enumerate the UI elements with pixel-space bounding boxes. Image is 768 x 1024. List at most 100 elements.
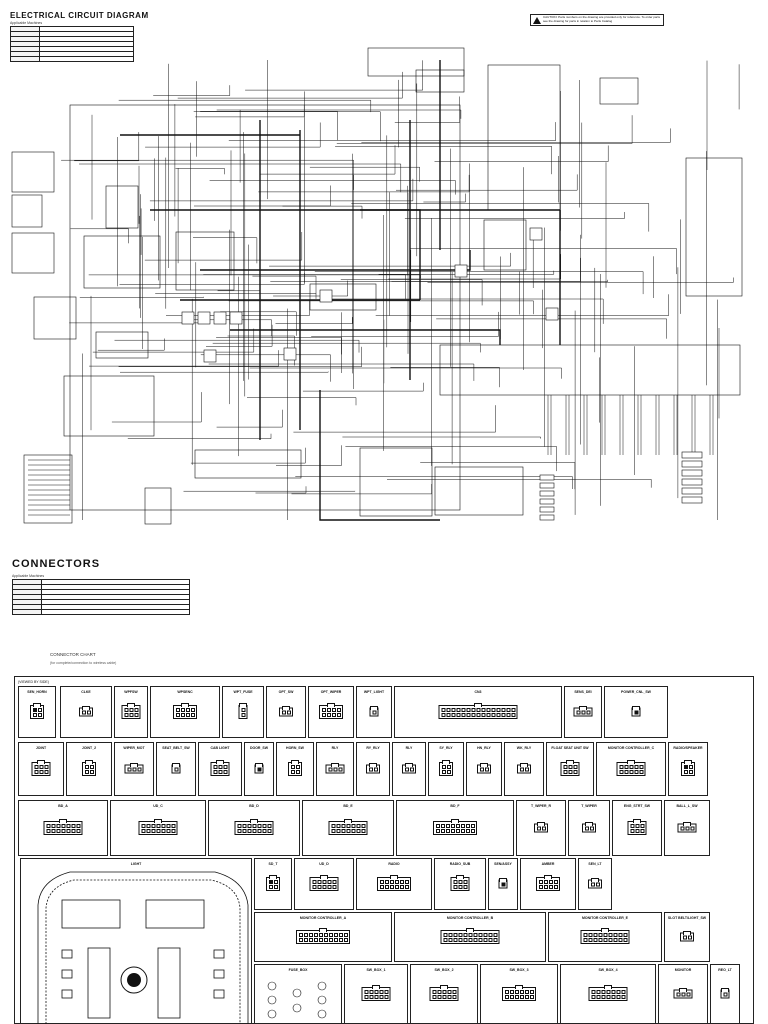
connector-housing: [438, 705, 518, 719]
connector-name: WK_RLY: [516, 746, 532, 750]
connector-latch: [684, 760, 692, 764]
connector-pin: [399, 884, 404, 889]
connector-cell: SEN_LT: [578, 858, 612, 910]
connector-latch: [544, 875, 552, 879]
connector-pin: [468, 937, 472, 942]
relay-symbol: [203, 349, 217, 363]
connector-latch: [474, 703, 482, 707]
connector-latch: [585, 821, 593, 826]
fuse-block: [434, 466, 524, 516]
connector-name: WPT_LIGHT: [363, 690, 385, 694]
connector-pin: [470, 828, 475, 833]
connector-name: SEN_LT: [588, 862, 602, 866]
relay-cluster: [175, 231, 235, 291]
connector-name: RADIO: [388, 862, 400, 866]
connector-pin: [450, 823, 455, 828]
connector-pin: [368, 767, 373, 771]
connector-pin: [44, 769, 48, 774]
connector-pin: [463, 884, 467, 889]
connector-pin: [174, 767, 178, 771]
wire: [423, 193, 466, 203]
connector-cell: UD_D: [294, 858, 354, 910]
connector-pin: [322, 884, 326, 889]
connector-name: WIPER_MOT: [123, 746, 145, 750]
connector-pin: [318, 937, 323, 942]
connector-pin: [262, 823, 266, 828]
connector-name: RY_RLY: [366, 746, 380, 750]
connector-pin: [476, 707, 480, 712]
connector-pin: [369, 994, 373, 999]
connector-pin: [156, 828, 160, 833]
connector-cell: SW_BOX_4: [560, 964, 656, 1024]
connector-pin: [338, 937, 343, 942]
connector-pin: [437, 989, 441, 994]
connector-pin: [723, 992, 727, 996]
connector-pin: [326, 707, 331, 712]
connector-pin: [445, 823, 450, 828]
connector-cell: SENS_DEI: [564, 686, 602, 738]
connector-pin: [379, 989, 383, 994]
wire: [144, 232, 303, 261]
connector-pin: [343, 937, 348, 942]
connector-pin: [171, 828, 175, 833]
wire: [340, 279, 483, 306]
connector-latch: [537, 821, 545, 826]
connector-pin: [504, 994, 509, 999]
connector-pin: [303, 932, 308, 937]
connector-name: RADIO_SUB: [449, 862, 471, 866]
connector-pin: [124, 712, 128, 717]
connector-pin: [323, 932, 328, 937]
connector-pin: [241, 707, 245, 712]
sub-panel-a: [11, 151, 55, 193]
connector-pin: [676, 992, 680, 996]
connector-stack: [681, 460, 703, 468]
wire: [351, 203, 650, 232]
connector-pin: [456, 712, 460, 717]
connector-pin: [129, 712, 133, 717]
connector-pin: [448, 932, 452, 937]
connector-pin: [621, 989, 625, 994]
connector-pin: [442, 989, 446, 994]
connector-name: ENG_STRT_SW: [623, 804, 651, 808]
connector-cell: RADIO/SPEAKER: [668, 742, 708, 796]
connector-name: BD_A: [58, 804, 68, 808]
connector-pin: [341, 823, 345, 828]
connector-name: HORN_SW: [286, 746, 304, 750]
relay-symbol: [529, 227, 543, 241]
connector-pin: [404, 879, 409, 884]
connector-stack: [539, 474, 555, 481]
connector-pin: [553, 879, 558, 884]
connector-cell: HN_RLY: [466, 742, 502, 796]
connector-name: SW_BOX_4: [598, 968, 618, 972]
connector-pin: [394, 884, 399, 889]
wire: [249, 367, 562, 379]
connector-pin: [384, 994, 388, 999]
connector-pin: [66, 823, 70, 828]
connector-pin: [137, 767, 141, 771]
connector-pin: [273, 884, 278, 889]
wire: [230, 329, 501, 345]
connector-cell: UD_C: [110, 800, 206, 856]
connector-housing: [238, 705, 248, 719]
wire: [217, 290, 261, 307]
connector-pin: [331, 712, 336, 717]
connector-pin: [483, 937, 487, 942]
connector-pin: [364, 989, 368, 994]
connector-name: UD_C: [153, 804, 163, 808]
connector-pin: [237, 823, 241, 828]
connector-pin: [446, 707, 450, 712]
connector-name: HN_RLY: [477, 746, 491, 750]
wire: [200, 250, 471, 271]
connector-pin: [374, 994, 378, 999]
connector-housing: [266, 877, 280, 891]
connector-pin: [452, 989, 456, 994]
connector-pin: [504, 989, 509, 994]
wire: [153, 85, 231, 96]
connector-pin: [336, 823, 340, 828]
wire: [255, 486, 307, 494]
connector-latch: [216, 760, 224, 764]
connector-pin: [509, 994, 514, 999]
connector-housing: [138, 821, 178, 835]
connector-housing: [616, 762, 646, 776]
connector-pin: [257, 767, 261, 771]
